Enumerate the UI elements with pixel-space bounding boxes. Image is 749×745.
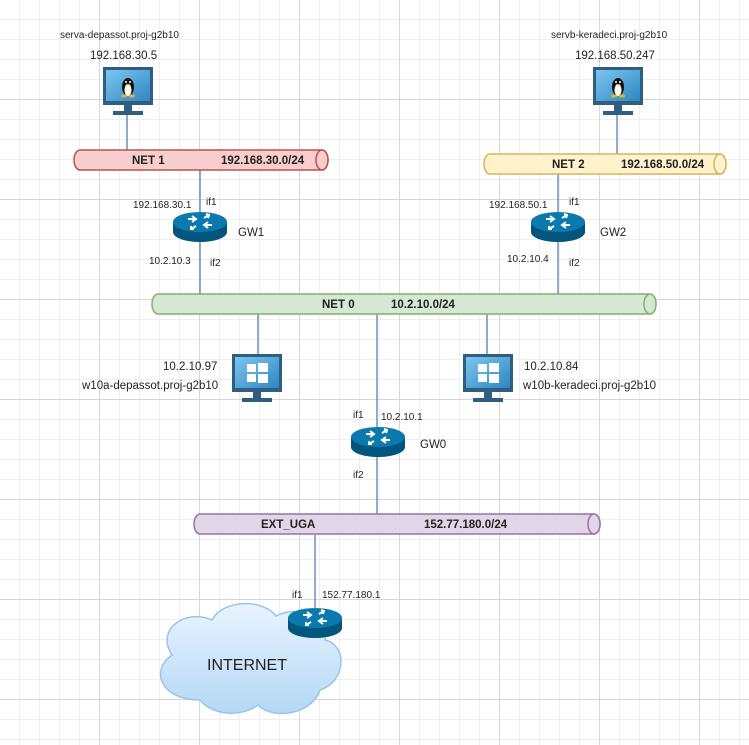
inet-if1-label: if1: [292, 590, 303, 601]
inet-if1-ip: 152.77.180.1: [322, 590, 381, 601]
router-gw1[interactable]: 192.168.30.1 if1 GW1 10.2.10.3 if2: [133, 197, 264, 269]
gw2-name: GW2: [600, 227, 626, 239]
host-w10b[interactable]: 10.2.10.84 w10b-keradeci.proj-g2b10: [463, 354, 656, 402]
host-servb[interactable]: servb-keradeci.proj-g2b10 192.168.50.247: [551, 30, 668, 115]
gw1-if2-ip: 10.2.10.3: [149, 256, 191, 267]
linux-monitor-icon: [593, 67, 643, 115]
w10b-name: w10b-keradeci.proj-g2b10: [522, 380, 656, 392]
bus-ext-uga: EXT_UGA 152.77.180.0/24: [193, 513, 601, 535]
tux-icon: [121, 78, 135, 98]
windows-logo-icon: [478, 363, 499, 383]
router-internet[interactable]: if1 152.77.180.1: [287, 590, 381, 639]
net0-name: NET 0: [322, 299, 355, 311]
net2-name: NET 2: [552, 159, 585, 171]
ext-name: EXT_UGA: [261, 519, 315, 531]
bus-net0: NET 0 10.2.10.0/24: [151, 293, 657, 315]
gw2-if1-label: if1: [569, 197, 580, 208]
net2-subnet: 192.168.50.0/24: [621, 159, 705, 171]
router-icon: [172, 211, 228, 243]
gw1-if2-label: if2: [210, 258, 221, 269]
gw0-if1-ip: 10.2.10.1: [381, 412, 423, 423]
linux-monitor-icon: [103, 67, 153, 115]
serva-name: serva-depassot.proj-g2b10: [60, 30, 179, 41]
servb-name: servb-keradeci.proj-g2b10: [551, 30, 668, 41]
gw1-if1-ip: 192.168.30.1: [133, 200, 192, 211]
internet-label: INTERNET: [207, 657, 287, 674]
ext-subnet: 152.77.180.0/24: [424, 519, 508, 531]
net1-name: NET 1: [132, 155, 165, 167]
bus-net1: NET 1 192.168.30.0/24: [73, 149, 329, 171]
windows-monitor-icon: [463, 354, 513, 402]
gw0-name: GW0: [420, 439, 446, 451]
router-icon: [287, 607, 343, 639]
gw2-if2-label: if2: [569, 258, 580, 269]
gw1-name: GW1: [238, 227, 264, 239]
serva-ip: 192.168.30.5: [90, 50, 157, 62]
host-serva[interactable]: serva-depassot.proj-g2b10 192.168.30.5: [60, 30, 179, 115]
router-icon: [530, 211, 586, 243]
tux-icon: [611, 78, 625, 98]
w10a-ip: 10.2.10.97: [163, 361, 217, 373]
windows-logo-icon: [247, 363, 268, 383]
router-icon: [350, 426, 406, 458]
bus-net2: NET 2 192.168.50.0/24: [483, 153, 727, 175]
gw0-if2-label: if2: [353, 470, 364, 481]
router-gw0[interactable]: if1 10.2.10.1 GW0 if2: [350, 410, 446, 481]
router-gw2[interactable]: 192.168.50.1 if1 GW2 10.2.10.4 if2: [489, 197, 626, 269]
w10b-ip: 10.2.10.84: [524, 361, 579, 373]
host-w10a[interactable]: 10.2.10.97 w10a-depassot.proj-g2b10: [81, 354, 282, 402]
net1-subnet: 192.168.30.0/24: [221, 155, 305, 167]
gw2-if1-ip: 192.168.50.1: [489, 200, 548, 211]
gw0-if1-label: if1: [353, 410, 364, 421]
windows-monitor-icon: [232, 354, 282, 402]
gw2-if2-ip: 10.2.10.4: [507, 254, 549, 265]
net0-subnet: 10.2.10.0/24: [391, 299, 456, 311]
w10a-name: w10a-depassot.proj-g2b10: [81, 380, 218, 392]
servb-ip: 192.168.50.247: [575, 50, 655, 62]
gw1-if1-label: if1: [206, 197, 217, 208]
